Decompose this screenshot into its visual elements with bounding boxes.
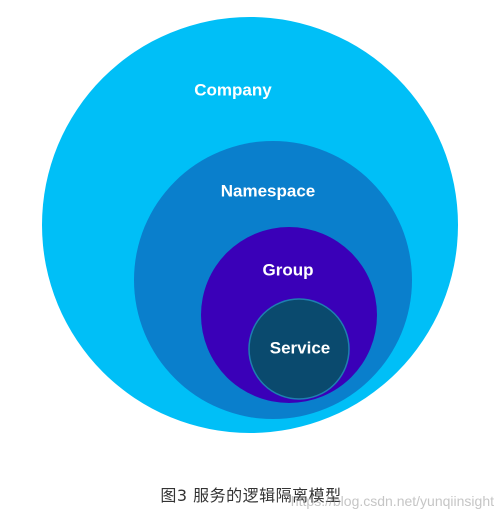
watermark-text: https://blog.csdn.net/yunqiinsight [290,493,494,509]
namespace-label: Namespace [221,181,316,200]
nested-circles-diagram: Company Namespace Group Service [42,17,458,433]
service-label: Service [270,338,331,357]
figure-caption: 图3 服务的逻辑隔离模型 [160,486,342,505]
company-label: Company [194,80,272,99]
group-label: Group [263,260,314,279]
service-circle [248,298,350,400]
